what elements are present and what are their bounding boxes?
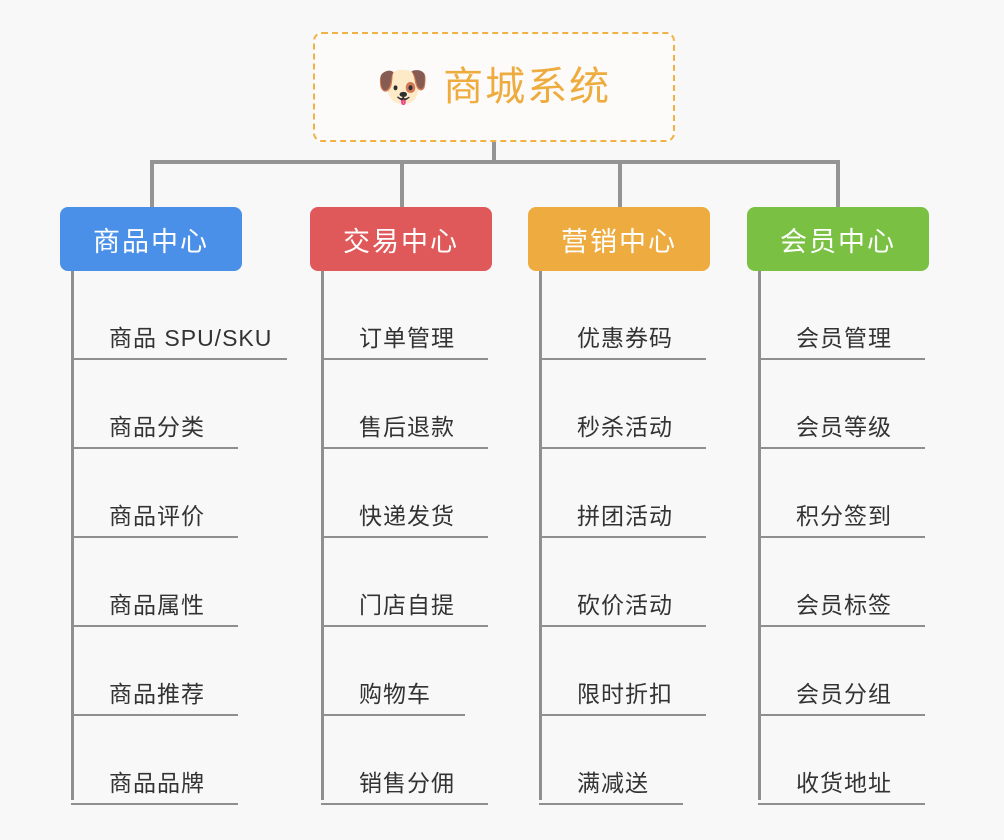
leaf-label: 商品推荐	[109, 681, 205, 707]
connector-drop-1	[150, 160, 154, 207]
leaf-underline	[539, 358, 706, 360]
branch-column-1: 商品中心 商品 SPU/SKU 商品分类 商品评价 商品属性 商品推荐	[60, 207, 300, 805]
list-item[interactable]: 门店自提	[321, 538, 530, 627]
list-item[interactable]: 商品 SPU/SKU	[71, 271, 300, 360]
leaf-underline	[758, 358, 925, 360]
leaf-underline	[321, 447, 488, 449]
list-item[interactable]: 秒杀活动	[539, 360, 748, 449]
leaf-label: 快递发货	[359, 503, 455, 529]
list-item[interactable]: 会员等级	[758, 360, 967, 449]
leaf-label: 收货地址	[796, 770, 892, 796]
list-item[interactable]: 商品分类	[71, 360, 300, 449]
list-item[interactable]: 会员管理	[758, 271, 967, 360]
connector-horizontal-bar	[150, 160, 840, 164]
leaf-underline	[758, 625, 925, 627]
branch-items-4: 会员管理 会员等级 积分签到 会员标签 会员分组 收货地址	[747, 271, 967, 805]
list-item[interactable]: 销售分佣	[321, 716, 530, 805]
branch-items-1: 商品 SPU/SKU 商品分类 商品评价 商品属性 商品推荐 商品品牌	[60, 271, 300, 805]
dog-face-icon: 🐶	[376, 63, 430, 110]
leaf-label: 会员分组	[796, 681, 892, 707]
leaf-label: 商品分类	[109, 414, 205, 440]
leaf-label: 砍价活动	[577, 592, 673, 618]
list-item[interactable]: 商品品牌	[71, 716, 300, 805]
branch-header-1[interactable]: 商品中心	[60, 207, 242, 271]
leaf-label: 订单管理	[359, 325, 455, 351]
leaf-underline	[758, 536, 925, 538]
leaf-underline	[71, 447, 238, 449]
leaf-underline	[321, 536, 488, 538]
list-item[interactable]: 积分签到	[758, 449, 967, 538]
branch-header-4[interactable]: 会员中心	[747, 207, 929, 271]
list-item[interactable]: 会员标签	[758, 538, 967, 627]
connector-drop-2	[400, 160, 404, 207]
root-title: 商城系统	[443, 65, 612, 109]
branch-trunk-1	[71, 271, 74, 800]
list-item[interactable]: 限时折扣	[539, 627, 748, 716]
leaf-label: 满减送	[577, 770, 649, 796]
leaf-label: 秒杀活动	[577, 414, 673, 440]
leaf-underline	[71, 714, 238, 716]
leaf-label: 商品评价	[109, 503, 205, 529]
list-item[interactable]: 会员分组	[758, 627, 967, 716]
leaf-underline	[71, 803, 238, 805]
connector-drop-4	[836, 160, 840, 207]
leaf-underline	[321, 714, 465, 716]
leaf-underline	[321, 625, 488, 627]
leaf-label: 优惠券码	[577, 325, 673, 351]
branch-trunk-3	[539, 271, 542, 800]
list-item[interactable]: 订单管理	[321, 271, 530, 360]
branch-trunk-4	[758, 271, 761, 800]
leaf-underline	[71, 536, 238, 538]
leaf-label: 会员等级	[796, 414, 892, 440]
leaf-underline	[539, 447, 706, 449]
leaf-label: 拼团活动	[577, 503, 673, 529]
branch-column-4: 会员中心 会员管理 会员等级 积分签到 会员标签 会员分组	[747, 207, 967, 805]
leaf-label: 会员管理	[796, 325, 892, 351]
branch-column-2: 交易中心 订单管理 售后退款 快递发货 门店自提 购物车	[310, 207, 530, 805]
leaf-label: 商品属性	[109, 592, 205, 618]
list-item[interactable]: 收货地址	[758, 716, 967, 805]
leaf-underline	[321, 803, 488, 805]
list-item[interactable]: 砍价活动	[539, 538, 748, 627]
list-item[interactable]: 购物车	[321, 627, 530, 716]
leaf-underline	[321, 358, 488, 360]
list-item[interactable]: 商品评价	[71, 449, 300, 538]
leaf-label: 会员标签	[796, 592, 892, 618]
leaf-underline	[539, 714, 706, 716]
leaf-label: 售后退款	[359, 414, 455, 440]
leaf-label: 销售分佣	[359, 770, 455, 796]
leaf-label: 门店自提	[359, 592, 455, 618]
root-node-content: 🐶 商城系统	[377, 66, 611, 108]
root-node[interactable]: 🐶 商城系统	[313, 32, 675, 142]
leaf-underline	[539, 803, 683, 805]
leaf-underline	[758, 803, 925, 805]
list-item[interactable]: 售后退款	[321, 360, 530, 449]
leaf-underline	[539, 536, 706, 538]
branch-column-3: 营销中心 优惠券码 秒杀活动 拼团活动 砍价活动 限时折扣	[528, 207, 748, 805]
list-item[interactable]: 快递发货	[321, 449, 530, 538]
list-item[interactable]: 拼团活动	[539, 449, 748, 538]
list-item[interactable]: 优惠券码	[539, 271, 748, 360]
list-item[interactable]: 商品属性	[71, 538, 300, 627]
leaf-label: 购物车	[359, 681, 431, 707]
branch-items-2: 订单管理 售后退款 快递发货 门店自提 购物车 销售分佣	[310, 271, 530, 805]
leaf-label: 积分签到	[796, 503, 892, 529]
connector-root-stem	[492, 142, 496, 163]
branch-trunk-2	[321, 271, 324, 800]
list-item[interactable]: 满减送	[539, 716, 748, 805]
leaf-underline	[71, 358, 287, 360]
leaf-label: 商品品牌	[109, 770, 205, 796]
branch-header-3[interactable]: 营销中心	[528, 207, 710, 271]
list-item[interactable]: 商品推荐	[71, 627, 300, 716]
leaf-label: 限时折扣	[577, 681, 673, 707]
leaf-underline	[71, 625, 238, 627]
branch-header-2[interactable]: 交易中心	[310, 207, 492, 271]
leaf-underline	[758, 714, 925, 716]
leaf-underline	[539, 625, 706, 627]
leaf-label: 商品 SPU/SKU	[109, 325, 273, 351]
leaf-underline	[758, 447, 925, 449]
connector-drop-3	[618, 160, 622, 207]
branch-items-3: 优惠券码 秒杀活动 拼团活动 砍价活动 限时折扣 满减送	[528, 271, 748, 805]
